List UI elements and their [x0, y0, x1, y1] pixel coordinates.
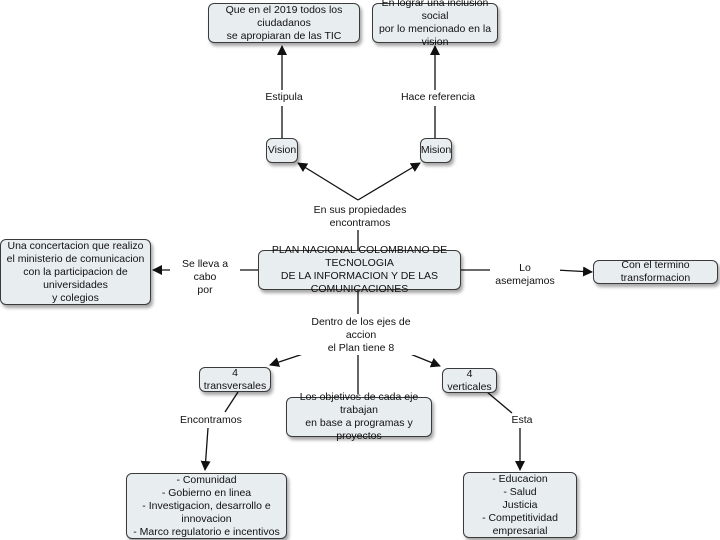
- label-se-lleva: Se lleva a cabo por: [170, 258, 240, 297]
- concept-vision[interactable]: Vision: [266, 138, 298, 163]
- concept-verticales[interactable]: 4 verticales: [442, 368, 497, 393]
- concept-concertacion[interactable]: Una concertacion que realizo el minister…: [0, 239, 151, 305]
- concept-objetivos[interactable]: Los objetivos de cada eje trabajan en ba…: [286, 391, 432, 442]
- link-verticales-esta: [486, 391, 513, 414]
- label-estipula: Estipula: [255, 91, 313, 104]
- concept-vision-goal[interactable]: Que en el 2019 todos los ciudadanos se a…: [208, 3, 360, 43]
- link-propiedades-vision: [297, 162, 359, 201]
- link-transversales-encontramos: [224, 391, 239, 413]
- link-propiedades-mision: [357, 162, 421, 201]
- concept-verticales-list[interactable]: - Educacion - Salud Justicia - Competiti…: [463, 472, 577, 538]
- concept-mision-goal[interactable]: En lograr una inclusion social por lo me…: [372, 0, 498, 48]
- link-encontramos-list: [200, 427, 211, 471]
- concept-main-plan[interactable]: PLAN NACIONAL COLOMBIANO DE TECNOLOGIA D…: [258, 244, 461, 295]
- label-encontramos: Encontramos: [178, 414, 242, 427]
- label-ejes: Dentro de los ejes de accion el Plan tie…: [297, 316, 425, 355]
- label-hace-referencia: Hace referencia: [396, 91, 480, 104]
- label-esta: Esta: [507, 414, 537, 427]
- concept-mision[interactable]: Mision: [420, 138, 452, 163]
- label-propiedades: En sus propiedades encontramos: [293, 204, 427, 230]
- concept-transversales-list[interactable]: - Comunidad - Gobierno en linea - Invest…: [126, 473, 287, 539]
- concept-transformacion[interactable]: Con el termino transformacion: [593, 259, 718, 284]
- concept-transversales[interactable]: 4 transversales: [199, 367, 271, 392]
- link-asemejamos-transformacion: [555, 266, 593, 277]
- label-asemejamos: Lo asemejamos: [490, 262, 560, 288]
